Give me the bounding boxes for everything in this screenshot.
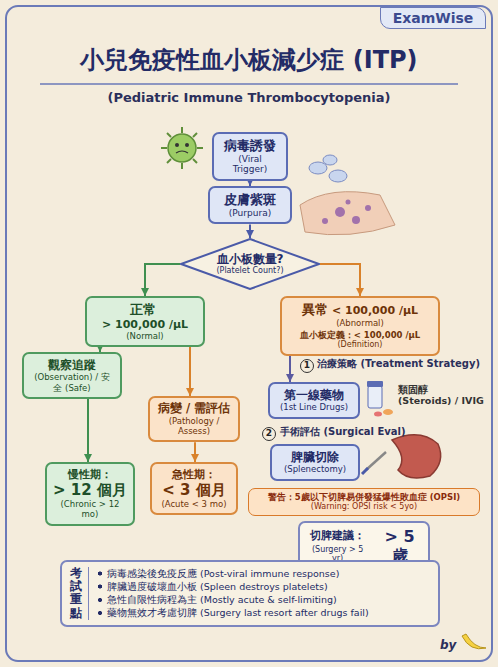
node-text: (Abnormal) <box>288 318 432 328</box>
label-text: ExamWise <box>380 7 486 29</box>
label-text: by <box>440 638 464 652</box>
drug-icon <box>367 381 393 417</box>
process-box: 皮膚紫斑(Purpura) <box>208 186 292 224</box>
flow-arrow <box>249 224 251 238</box>
node-text: (Chronic > 12 mo) <box>53 499 127 519</box>
node-text: (Definition) <box>288 340 432 350</box>
spleen-icon <box>362 435 441 478</box>
scalpel <box>366 452 386 470</box>
process-box: 第一線藥物(1st Line Drugs) <box>268 382 360 419</box>
process-box: 病變 / 需評估(Pathology / Assess) <box>148 396 240 442</box>
process-box: 病毒誘發(Viral Trigger) <box>212 132 288 181</box>
node-text: < 3 個月 <box>158 481 230 499</box>
node-text: 脾臟過度破壞血小板 (Spleen destroys platelets) <box>97 581 430 592</box>
node-text: (Pathology / Assess) <box>156 416 232 436</box>
node-text: (1st Line Drugs) <box>276 402 352 412</box>
node-text: < 100,000 /μL <box>332 304 418 317</box>
node-text: 皮膚紫斑 <box>216 192 284 208</box>
node-text: 警告：5歲以下切脾易併發猛爆性敗血症 (OPSI) <box>254 492 474 502</box>
node-text: 病變 / 需評估 <box>156 402 232 416</box>
node-text: 藥物無效才考慮切脾 (Surgery last resort after dru… <box>97 607 430 618</box>
node-text: 觀察追蹤 <box>30 358 114 372</box>
node-text: > 12 個月 <box>53 481 127 499</box>
node-text: (Purpura) <box>216 208 284 219</box>
virus-icon <box>161 127 203 169</box>
process-box: 慢性期：> 12 個月(Chronic > 12 mo) <box>45 462 135 526</box>
node-text: 病毒誘發 <box>220 138 280 154</box>
label-text: 類固醇 (Steroids) / IVIG <box>398 384 484 407</box>
node-text: (Warning: OPSI risk < 5yo) <box>254 502 474 512</box>
process-box: 正常> 100,000 /μL(Normal) <box>85 296 205 347</box>
node-text: 病毒感染後免疫反應 (Post-viral immune response) <box>97 568 430 579</box>
process-box: 警告：5歲以下切脾易併發猛爆性敗血症 (OPSI)(Warning: OPSI … <box>248 488 480 516</box>
node-text: 第一線藥物 <box>276 388 352 402</box>
process-box: 觀察追蹤(Observation) / 安全 (Safe) <box>22 352 122 399</box>
node-text: 慢性期： <box>53 468 127 481</box>
flow-arrow <box>320 264 360 296</box>
node-text: (Observation) / 安全 (Safe) <box>30 372 114 392</box>
flow-arrow <box>189 347 191 396</box>
node-text: 切脾建議： <box>306 529 369 542</box>
label-text: 手術評估 (Surgical Eval) <box>280 426 420 438</box>
node-text: (Acute < 3 mo) <box>158 499 230 509</box>
process-box: 考試重點病毒感染後免疫反應 (Post-viral immune respons… <box>60 560 440 627</box>
process-box: 脾臟切除(Splenectomy) <box>270 444 360 481</box>
node-text: > 100,000 /μL <box>102 318 188 331</box>
node-text: 異常 <box>302 302 328 318</box>
node-text: 血小板定義：< 100,000 /μL <box>288 330 432 340</box>
node-text: (Platelet Count?) <box>186 266 314 276</box>
node-text: 急性期： <box>158 468 230 481</box>
node-text: (Splenectomy) <box>278 464 352 474</box>
label-text: 1 <box>300 359 314 373</box>
flow-arrow <box>289 356 291 382</box>
node-text: 考試重點 <box>70 567 89 620</box>
frame <box>6 6 492 661</box>
flow-arrow <box>145 264 180 296</box>
blood-cells-icon <box>300 155 395 235</box>
flow-arrow <box>194 442 196 462</box>
process-box: 異常 < 100,000 /μL(Abnormal) 血小板定義：< 100,000… <box>280 296 440 356</box>
flow-arrow <box>87 399 89 462</box>
process-box: 急性期：< 3 個月(Acute < 3 mo) <box>150 462 238 515</box>
node-text: 脾臟切除 <box>278 450 352 464</box>
banana-icon <box>462 634 486 649</box>
title-rule <box>40 83 458 85</box>
node-text: 正常 <box>130 302 156 318</box>
decision-diamond: 血小板數量?(Platelet Count?) <box>180 238 320 290</box>
node-text: 血小板數量? <box>186 252 314 266</box>
label-text: (Pediatric Immune Thrombocytopenia) <box>20 90 478 106</box>
node-text: (Normal) <box>93 331 197 341</box>
node-text: 急性自限性病程為主 (Mostly acute & self-limiting) <box>97 594 430 605</box>
label-text: 治療策略 (Treatment Strategy) <box>317 358 487 370</box>
title-text: 小兒免疫性血小板減少症 (ITP) <box>10 46 488 75</box>
node-text: (Viral Trigger) <box>220 154 280 176</box>
label-text: 2 <box>262 427 276 441</box>
